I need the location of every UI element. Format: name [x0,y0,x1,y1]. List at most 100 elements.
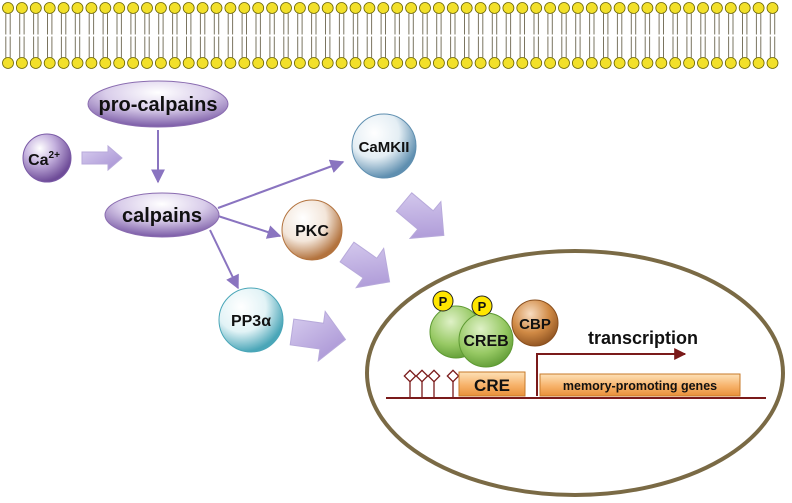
lipid-head [558,57,570,69]
lipid-head [585,2,598,14]
lipid-head [349,57,362,69]
lipid-head [627,57,640,69]
lipid-head [43,2,56,14]
lipid-head [599,57,612,69]
lipid-head [196,2,209,14]
camkii-node: CaMKII [351,113,417,179]
lipid-head [113,57,126,69]
memory-genes-box: memory-promoting genes [539,373,741,397]
lipid-head [238,2,251,14]
lipid-head [127,2,140,14]
lipid-head [724,57,737,69]
calpains-node: calpains [104,192,220,238]
lipid-head [446,2,459,14]
nucleus-oval [365,249,785,497]
memory-genes-label: memory-promoting genes [563,379,717,393]
lipid-head [711,2,723,14]
lipid-head [544,57,556,69]
lipid-head [391,57,404,69]
lipid-head [196,57,209,69]
lipid-head [377,57,390,69]
lipid-head [697,2,709,14]
lipid-head [460,2,473,14]
lipid-head [154,57,167,69]
lipid-head [474,57,487,69]
calcium-node: Ca2+ [22,133,72,183]
lipid-head [57,2,70,14]
lipid-head [460,57,473,69]
lipid-head [321,57,334,69]
lipid-head [15,57,28,69]
lipid-head [711,57,723,69]
pro-calpains-node: pro-calpains [87,80,229,128]
lipid-head [377,2,390,14]
lipid-head [307,57,320,69]
lipid-head [655,2,668,14]
lipid-head [752,57,765,69]
lipid-head [738,57,751,69]
lipid-head [141,57,153,69]
lipid-head [168,57,181,69]
creb-label: CREB [463,333,508,350]
lipid-head [280,2,292,14]
cbp-label: CBP [519,316,551,333]
lipid-head [530,2,543,14]
lipid-head [502,57,515,69]
lipid-head [432,2,445,14]
lipid-head [224,2,237,14]
pkc-label: PKC [295,223,329,240]
lipid-head [752,2,765,14]
calpains-label: calpains [122,205,202,227]
lipid-head [85,2,98,14]
lipid-head [488,2,501,14]
lipid-head [29,2,42,14]
transcription-arrow [536,348,687,396]
lipid-head [321,2,334,14]
lipid-head [293,57,306,69]
lipid-bilayer-membrane [2,2,779,69]
lipid-head [210,2,223,14]
lipid-head [724,2,737,14]
lipid-head [43,57,56,69]
phospho-label-2: P [478,299,487,314]
lipid-head [572,2,584,14]
lipid-head [613,57,626,69]
lipid-head [307,2,320,14]
pro-calpains-label: pro-calpains [99,94,218,116]
lipid-head [474,2,487,14]
cre-element: CRE [458,371,526,397]
arrow-calpains-to-camkii [217,159,345,209]
lipid-head [544,2,556,14]
calcium-charge: 2+ [49,150,61,161]
lipid-head [391,2,404,14]
lipid-head [585,57,598,69]
lipid-head [141,2,153,14]
lipid-head [2,2,14,14]
lipid-head [252,2,265,14]
lipid-head [85,57,98,69]
cre-label: CRE [474,376,510,395]
lipid-head [530,57,543,69]
lipid-head [641,57,654,69]
lipid-head [99,57,112,69]
lipid-head [683,2,695,14]
lipid-head [419,57,431,69]
lipid-head [99,2,112,14]
lipid-head [627,2,640,14]
lipid-head [71,2,84,14]
lipid-head [613,2,626,14]
pkc-node: PKC [281,199,343,261]
phospho-label-1: P [439,294,448,309]
lipid-head [766,2,779,14]
phospho-group-1: P [432,290,454,312]
lipid-head [599,2,612,14]
lipid-head [127,57,140,69]
lipid-head [558,2,570,14]
creb-node: CREB [429,305,514,368]
lipid-head [349,2,362,14]
lipid-head [641,2,654,14]
lipid-head [168,2,181,14]
lipid-head [766,57,779,69]
lipid-head [516,2,529,14]
